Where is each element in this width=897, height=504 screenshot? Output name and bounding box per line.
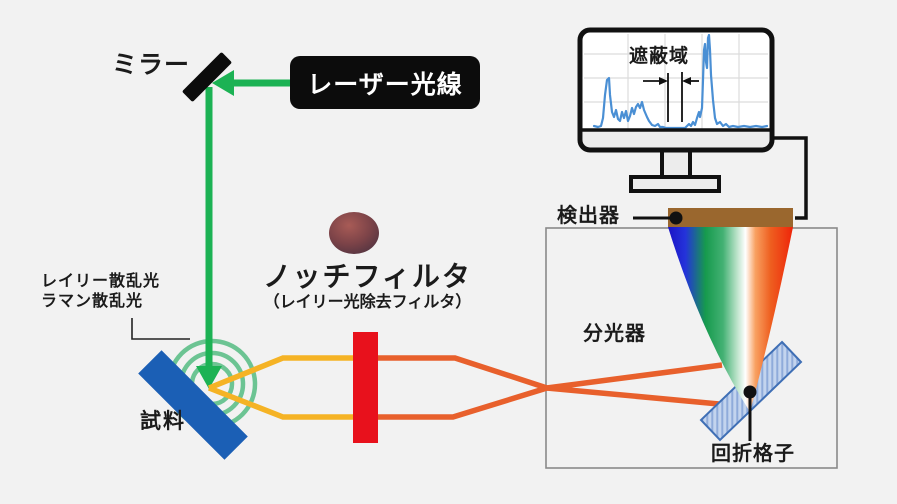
sample-label: 試料 — [140, 409, 186, 433]
detector-label: 検出器 — [557, 203, 620, 227]
laser-source-label: レーザー光線 — [307, 69, 463, 99]
sample-plate — [138, 350, 248, 460]
mirror-label: ミラー — [112, 50, 191, 79]
scattered-beams-orange — [366, 355, 723, 420]
blocked-region-markers — [643, 72, 699, 122]
spectrometer-label: 分光器 — [583, 321, 646, 345]
blocked-region-label: 遮蔽域 — [629, 45, 690, 67]
raman-scatter-label: ラマン散乱光 — [41, 291, 144, 310]
screen-gridlines — [584, 34, 768, 130]
grating-pointer-dot — [743, 385, 757, 399]
diffraction-grating-label: 回折格子 — [711, 441, 795, 465]
monitor-stand-base — [629, 175, 721, 193]
laser-arrowhead-left-icon — [212, 70, 234, 96]
rayleigh-scatter-label: レイリー散乱光 — [41, 271, 161, 290]
detector-pointer-dot — [669, 211, 683, 225]
scattered-beams-yellow — [207, 355, 366, 420]
notch-filter-sublabel: （レイリー光除去フィルタ） — [263, 292, 472, 311]
monitor-stand-neck — [660, 148, 692, 179]
monitor-frame — [577, 27, 775, 153]
monitor-detector-cable — [772, 136, 808, 220]
detector-bar — [668, 208, 793, 227]
notch-filter-label: ノッチフィルタ — [263, 260, 472, 293]
scatter-label-pointer-line — [131, 318, 190, 340]
spectrum-trace — [592, 34, 768, 130]
notch-filter-plate — [353, 332, 378, 443]
dispersed-spectrum-cone — [668, 227, 793, 412]
filter-ball — [329, 212, 379, 254]
laser-arrowhead-down-icon — [196, 366, 222, 389]
mirror-plate — [182, 52, 232, 102]
monitor-bottom-bar — [583, 130, 769, 148]
monitor-screen-content — [584, 34, 768, 130]
laser-source-box: レーザー光線 — [290, 56, 480, 109]
